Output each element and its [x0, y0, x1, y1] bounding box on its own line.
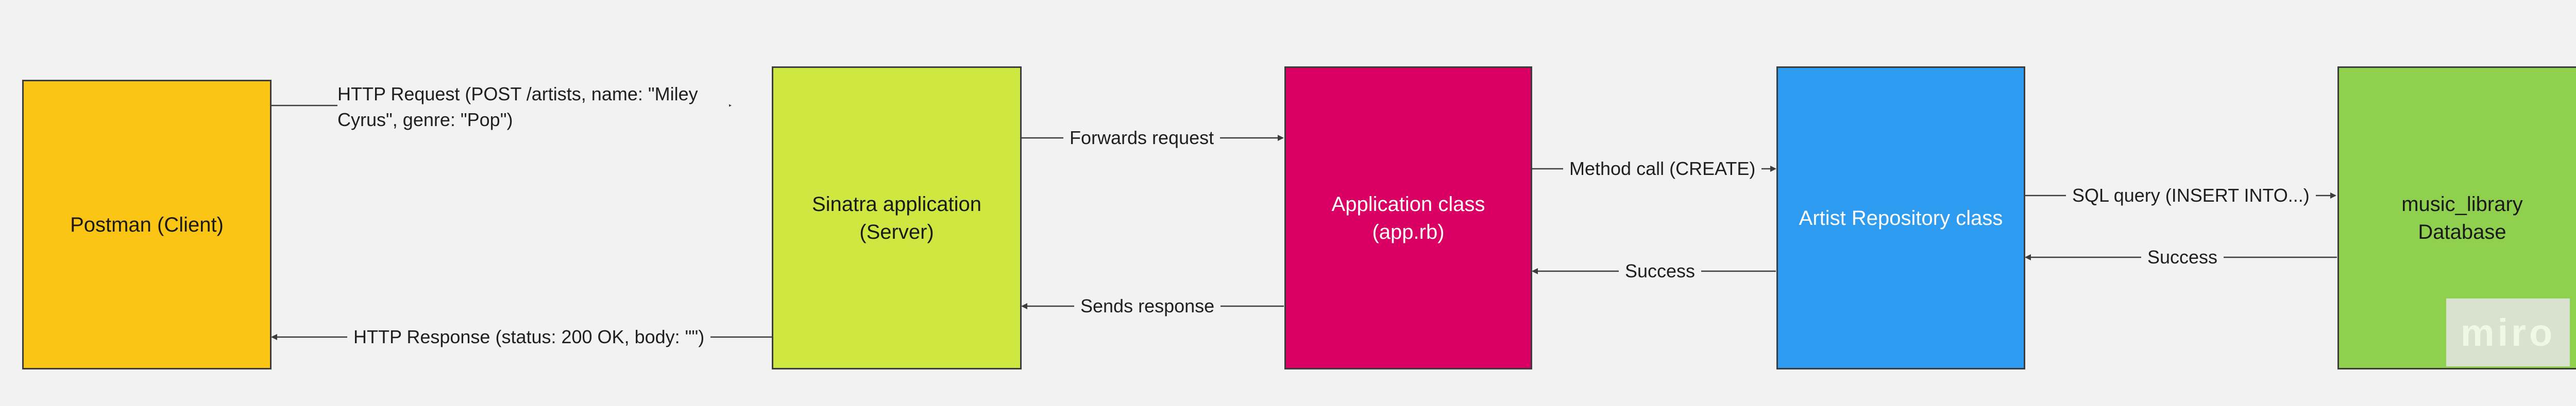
edge-label-http-request: HTTP Request (POST /artists, name: "Mile…	[337, 81, 729, 133]
edge-label-sends-response: Sends response	[1074, 293, 1221, 319]
edge-label-forwards-request: Forwards request	[1063, 125, 1221, 151]
miro-watermark: miro	[2446, 298, 2570, 366]
node-application-class[interactable]: Application class (app.rb)	[1284, 66, 1532, 369]
node-artist-repository-label: Artist Repository class	[1799, 206, 2003, 230]
node-application-class-label: Application class (app.rb)	[1331, 192, 1485, 243]
edge-label-method-call: Method call (CREATE)	[1563, 156, 1762, 182]
edge-label-repo-success: Success	[1619, 258, 1702, 284]
node-sinatra-server-label: Sinatra application (Server)	[811, 192, 982, 243]
edge-label-http-response: HTTP Response (status: 200 OK, body: "")	[347, 324, 711, 350]
node-sinatra-server[interactable]: Sinatra application (Server)	[772, 66, 1022, 369]
node-music-library-db-label: music_library Database	[2401, 192, 2523, 243]
edge-label-sql-query: SQL query (INSERT INTO...)	[2066, 183, 2316, 208]
miro-watermark-text: miro	[2460, 311, 2556, 354]
node-postman-client[interactable]: Postman (Client)	[22, 80, 272, 369]
node-postman-client-label: Postman (Client)	[70, 213, 224, 236]
node-artist-repository[interactable]: Artist Repository class	[1776, 66, 2025, 369]
edge-label-db-success: Success	[2141, 244, 2224, 270]
